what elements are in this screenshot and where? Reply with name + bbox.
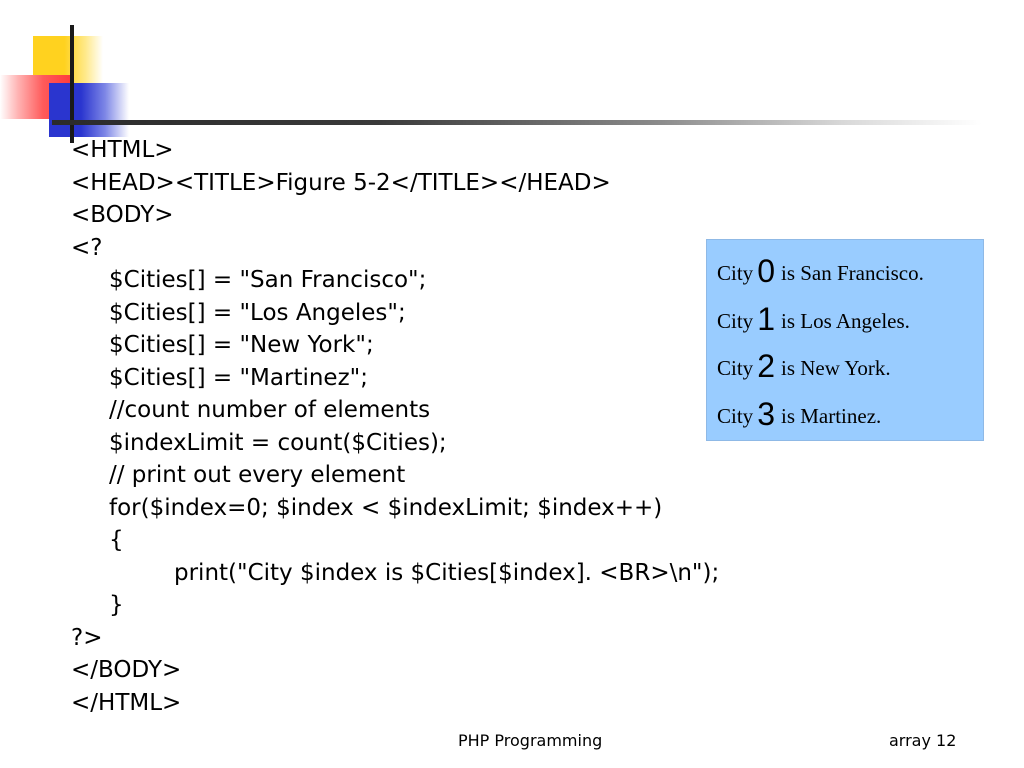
title-divider-line: [52, 120, 982, 125]
output-suffix: is Martinez.: [780, 403, 882, 428]
code-line: </HTML>: [71, 689, 182, 716]
code-line: <?: [71, 234, 103, 261]
output-prefix: City: [717, 308, 754, 333]
code-line: $Cities[] = "Los Angeles";: [109, 299, 406, 326]
code-line: </BODY>: [71, 657, 182, 683]
decor-blue-square: [49, 83, 129, 137]
output-suffix: is New York.: [780, 356, 891, 380]
code-line: $Cities[] = "New York";: [109, 332, 374, 358]
output-index: 0: [757, 253, 775, 289]
output-index: 3: [757, 395, 775, 432]
slide-number: array 12: [889, 731, 957, 750]
output-index: 2: [757, 348, 775, 384]
output-suffix: is San Francisco.: [780, 261, 924, 285]
footer-title: PHP Programming: [458, 731, 603, 750]
code-line: ?>: [71, 624, 103, 651]
decor-vertical-line: [70, 25, 74, 143]
code-line: <HEAD><TITLE>Figure 5-2</TITLE></HEAD>: [71, 169, 611, 196]
code-line: //count number of elements: [109, 397, 431, 423]
output-suffix: is Los Angeles.: [780, 308, 910, 333]
code-line: $Cities[] = "San Francisco";: [109, 267, 427, 293]
code-line: <BODY>: [71, 202, 174, 228]
output-prefix: City: [717, 403, 754, 428]
code-line: {: [109, 527, 124, 553]
output-prefix: City: [717, 356, 754, 380]
code-line: // print out every element: [109, 462, 406, 488]
code-line: print("City $index is $Cities[$index]. <…: [174, 559, 720, 586]
code-line: for($index=0; $index < $indexLimit; $ind…: [109, 494, 663, 521]
code-line: $Cities[] = "Martinez";: [109, 364, 368, 391]
output-index: 1: [757, 300, 775, 337]
code-line: <HTML>: [71, 137, 174, 163]
output-prefix: City: [717, 261, 754, 285]
code-line: $indexLimit = count($Cities);: [109, 429, 447, 456]
code-listing: <HTML> <HEAD><TITLE>Figure 5-2</TITLE></…: [71, 134, 719, 719]
code-line: }: [109, 592, 124, 618]
